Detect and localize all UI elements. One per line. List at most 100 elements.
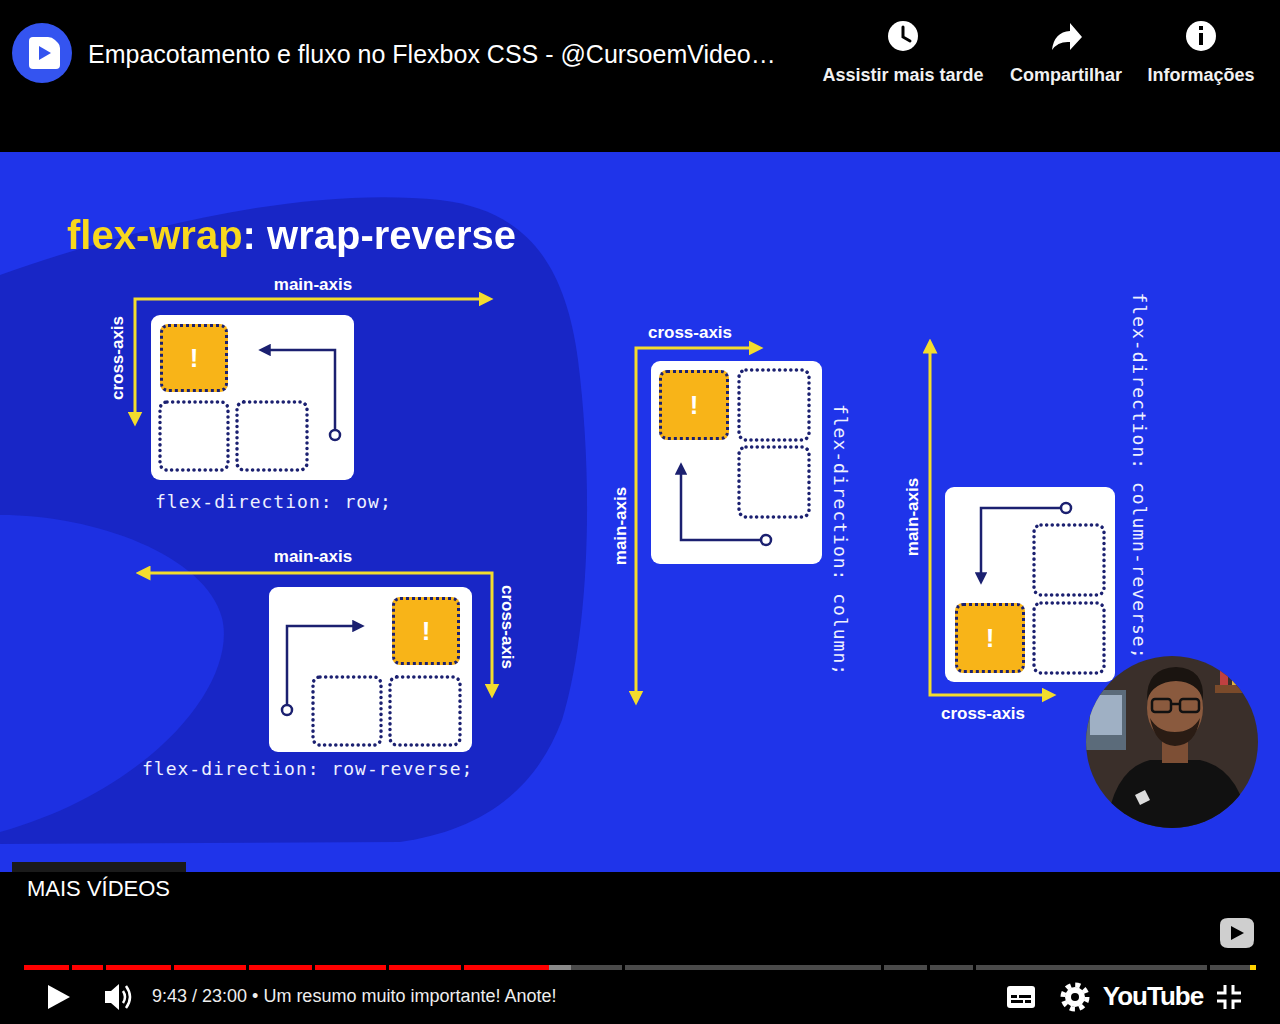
flow-start-dot	[282, 430, 1071, 715]
item-mark: !	[986, 625, 995, 651]
presenter-webcam	[1232, 670, 1240, 685]
top-bar	[12, 23, 72, 83]
subtitles-icon	[1011, 995, 1017, 998]
progress-bar	[24, 965, 549, 970]
top-bar	[0, 0, 1280, 152]
clock-icon	[888, 21, 918, 51]
control-bar	[12, 862, 186, 872]
exit-fullscreen-icon	[1217, 985, 1225, 993]
highlighted-item: !	[955, 603, 1025, 673]
exit-fullscreen-icon	[1233, 985, 1241, 993]
axis-label: main-axis	[274, 275, 352, 295]
subtitles-icon	[1011, 1000, 1023, 1003]
progress-bar	[1207, 964, 1210, 971]
presenter-webcam	[1090, 695, 1122, 735]
video-title: Empacotamento e fluxo no Flexbox CSS - @…	[88, 39, 776, 69]
highlighted-item: !	[659, 370, 729, 440]
axis-label: main-axis	[274, 547, 352, 567]
settings-icon	[1063, 985, 1087, 1009]
item-mark: !	[690, 392, 699, 418]
progress-bar	[973, 964, 976, 971]
highlighted-item: !	[160, 324, 228, 392]
control-bar	[0, 900, 1280, 1024]
empty-item	[739, 370, 809, 440]
slide-background	[0, 152, 1280, 872]
control-bar	[0, 862, 1280, 1024]
flex-container: flex-direction: column;!	[651, 361, 822, 564]
empty-item	[313, 677, 381, 745]
button-label: Assistir mais tarde	[822, 65, 983, 87]
flow-arrow	[981, 508, 1061, 581]
flex-container: flex-direction: row-reverse;!	[269, 587, 472, 752]
empty-item	[1034, 603, 1104, 673]
empty-item	[1034, 525, 1104, 595]
progress-bar	[312, 964, 315, 971]
play-icon	[48, 985, 70, 1009]
slide-background	[0, 515, 224, 832]
subtitles-icon	[1007, 986, 1035, 1008]
top-bar	[0, 0, 1280, 152]
top-bar	[29, 37, 60, 69]
presenter-webcam	[1244, 666, 1252, 685]
more-videos-label: MAIS VÍDEOS	[27, 876, 170, 902]
progress-bar	[927, 964, 930, 971]
slide-background	[0, 152, 1280, 872]
exit-fullscreen-icon	[1217, 985, 1241, 1009]
play-icon	[48, 985, 70, 1009]
volume-icon	[105, 984, 130, 1010]
progress-bar	[881, 964, 884, 971]
direction-caption: flex-direction: row;	[155, 491, 392, 513]
youtube-watermark	[1220, 918, 1254, 948]
button-label: Compartilhar	[1010, 65, 1122, 87]
empty-item	[739, 447, 809, 517]
progress-bar	[24, 965, 571, 970]
empty-item	[390, 677, 460, 745]
axis-label: main-axis	[611, 487, 631, 565]
progress-bar	[69, 964, 72, 971]
subtitles-icon	[1019, 995, 1031, 998]
time-chapter: 9:43 / 23:00 • Um resumo muito important…	[152, 986, 557, 1008]
empty-item	[237, 402, 307, 470]
container-box	[151, 315, 1115, 752]
youtube-logo: YouTube	[1103, 981, 1203, 1012]
presenter-webcam	[1086, 690, 1126, 750]
subtitles-icon	[1007, 986, 1035, 1008]
presenter-webcam	[1080, 650, 1275, 840]
flow-arrow	[287, 626, 361, 705]
presenter-webcam	[1080, 650, 1270, 840]
presenter-webcam	[1150, 718, 1200, 746]
progress-bar	[461, 964, 464, 971]
control-bar	[0, 872, 1280, 1024]
youtube-watermark	[1220, 918, 1254, 948]
settings-icon	[1063, 985, 1087, 1009]
presenter-webcam	[1152, 699, 1171, 712]
presenter-webcam	[1220, 668, 1228, 685]
presenter-webcam	[1152, 699, 1199, 712]
button-label: Informações	[1147, 65, 1254, 87]
slide-title: flex-wrap: wrap-reverse	[67, 211, 516, 259]
volume-icon	[123, 991, 125, 1003]
progress-bar	[386, 964, 389, 971]
progress-bar	[103, 964, 106, 971]
clock-icon	[888, 21, 918, 51]
slide-background	[0, 197, 587, 844]
volume-icon	[126, 986, 130, 1008]
share-icon	[1052, 23, 1082, 50]
direction-caption: flex-direction: row-reverse;	[142, 758, 473, 780]
exit-fullscreen-icon	[1217, 1001, 1225, 1009]
flex-container: flex-direction: column-reverse;!	[945, 487, 1115, 682]
direction-caption: flex-direction: column-reverse;	[1128, 293, 1150, 660]
empty-item	[160, 370, 1104, 745]
progress-bar	[171, 964, 174, 971]
flow-start-dot	[282, 705, 292, 715]
flow-arrow	[262, 350, 1061, 705]
container-box	[151, 315, 354, 480]
item-mark: !	[422, 618, 431, 644]
direction-caption: flex-direction: column;	[829, 404, 851, 676]
item-mark: !	[190, 345, 199, 371]
presenter-webcam	[1105, 760, 1250, 840]
axis-label: cross-axis	[941, 704, 1025, 724]
flow-arrow	[262, 350, 335, 430]
share-icon	[1052, 23, 1082, 50]
